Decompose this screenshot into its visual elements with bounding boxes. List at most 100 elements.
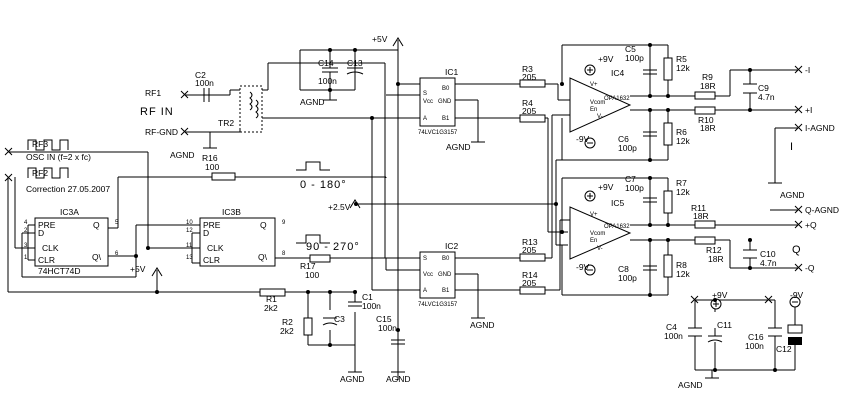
r7-val: 12k (676, 187, 690, 197)
ic1-ref: IC1 (445, 67, 459, 77)
r5-ref: R5 (676, 54, 687, 64)
r2-ref: R2 (282, 317, 293, 327)
ic3b-pin-pre: PRE (203, 220, 221, 230)
ic5-pin-vplus: V+ (590, 212, 598, 218)
plus5v-label: +5V (130, 264, 146, 274)
r11-ref: R11 (691, 203, 706, 213)
plus5v-top-label: +5V (372, 34, 388, 44)
c7-val: 100p (625, 183, 644, 193)
ic5-opamp (569, 206, 632, 260)
c12-ref: C12 (776, 344, 792, 354)
correction-label: Correction 27.05.2007 (26, 184, 110, 194)
ic4-val: OPA1632 (604, 96, 630, 102)
r10-ref: R10 (698, 115, 714, 125)
power-arrows (151, 37, 404, 277)
r10-val: 18R (700, 123, 716, 133)
ic3b-pin10: 10 (186, 220, 193, 226)
ic3b-pin-clr: CLR (203, 255, 220, 265)
r4-ref: R4 (522, 98, 533, 108)
c16-ref: C16 (748, 332, 764, 342)
ic3b-pin11: 11 (186, 243, 193, 249)
r14-ref: R14 (522, 270, 538, 280)
agnd-label-rf: AGND (170, 150, 195, 160)
c15-val: 100n (378, 323, 397, 333)
ic3b-pin13: 13 (186, 255, 193, 261)
c8-ref: C8 (618, 264, 629, 274)
ic3a-pin-d: D (38, 228, 44, 238)
ic3a-body (34, 217, 109, 267)
r12-resistor (694, 236, 716, 245)
r14-resistor (519, 286, 546, 295)
ic3a-pin-pre: PRE (38, 220, 56, 230)
c2-ref: C2 (195, 70, 206, 80)
r1-val: 2k2 (264, 303, 278, 313)
c14-ref: C14 (318, 58, 334, 68)
ic1-pin-a: A (423, 116, 427, 122)
r3-resistor (519, 79, 546, 88)
ic3a-pin1: 1 (24, 255, 28, 261)
agnd-c1-label: AGND (340, 374, 365, 384)
ic3b-pin8: 8 (282, 251, 286, 257)
c6-val: 100p (618, 143, 637, 153)
r4-val: 205 (522, 106, 536, 116)
ic3b-body (199, 217, 276, 267)
ic1-pin-s: S (423, 91, 427, 97)
transformer-tr2 (239, 85, 263, 133)
c12-plate (788, 337, 802, 345)
c1-val: 100n (362, 301, 381, 311)
ic3b-pin12: 12 (186, 228, 193, 234)
r3-val: 205 (522, 72, 536, 82)
ic-pin-labels: S Vcc A B0 GND B1 S Vcc A B0 GND B1 V+ V… (24, 82, 605, 294)
r11-resistor (694, 220, 716, 229)
ic3a-pin-qn: Q\ (92, 252, 102, 262)
agnd-power-label: AGND (678, 380, 703, 390)
r16-ref: R16 (202, 153, 218, 163)
r13-ref: R13 (522, 237, 538, 247)
c6-ref: C6 (618, 134, 629, 144)
r12-val: 18R (708, 254, 724, 264)
c11-ref: C11 (717, 320, 732, 330)
ic3a-pin-q: Q (93, 220, 100, 230)
c10-val: 4.7n (760, 258, 777, 268)
c3-ref: C3 (334, 314, 345, 324)
ic5-ref: IC5 (611, 198, 625, 208)
r12-ref: R12 (706, 245, 722, 255)
c14-val: 100n (318, 76, 337, 86)
ic5-pin-vcom: Vcom (590, 231, 605, 237)
r1-ref: R1 (266, 294, 277, 304)
osc-in-label: OSC IN (f=2 x fc) (26, 152, 91, 162)
out-q-plus-label: +Q (805, 220, 817, 230)
ic2-body (419, 251, 456, 299)
c5-ref: C5 (625, 44, 636, 54)
ic5-plus9v-label: +9V (598, 182, 614, 192)
labels: RF1 RF IN RF-GND AGND RF3 OSC IN (f=2 x … (26, 34, 839, 390)
rf-in-label: RF IN (140, 106, 174, 118)
r9-resistor (694, 91, 716, 100)
ic3a-val: 74HCT74D (38, 266, 81, 276)
c2-val: 100n (195, 78, 214, 88)
waveform-glyphs (27, 139, 330, 244)
r2-resistor (303, 317, 313, 336)
c7-ref: C7 (625, 174, 636, 184)
ic4-minus9v-label: -9V (576, 134, 590, 144)
ic3b-pin9: 9 (282, 220, 286, 226)
minus9v-label: -9V (790, 290, 804, 300)
ic1-pin-b1: B1 (442, 116, 450, 122)
ic2-val: 74LVC1G3157 (418, 302, 458, 308)
r5-resistor (663, 57, 673, 81)
r16-resistor (211, 172, 236, 181)
agnd-ic2-label: AGND (470, 320, 495, 330)
phase-90-270-label: 90 - 270° (306, 241, 360, 253)
ic3a-pin2: 2 (24, 228, 28, 234)
c1-ref: C1 (362, 292, 373, 302)
ic1-pin-b0: B0 (442, 86, 450, 92)
ic2-pin-b1: B1 (442, 288, 450, 294)
out-pos-i-label: +I (805, 105, 812, 115)
plus9v-label: +9V (712, 290, 728, 300)
ic4-pin-vplus: V+ (590, 82, 598, 88)
tr2-ref: TR2 (218, 118, 234, 128)
c5-val: 100p (625, 53, 644, 63)
r8-val: 12k (676, 269, 690, 279)
ic3b-ref: IC3B (222, 207, 241, 217)
